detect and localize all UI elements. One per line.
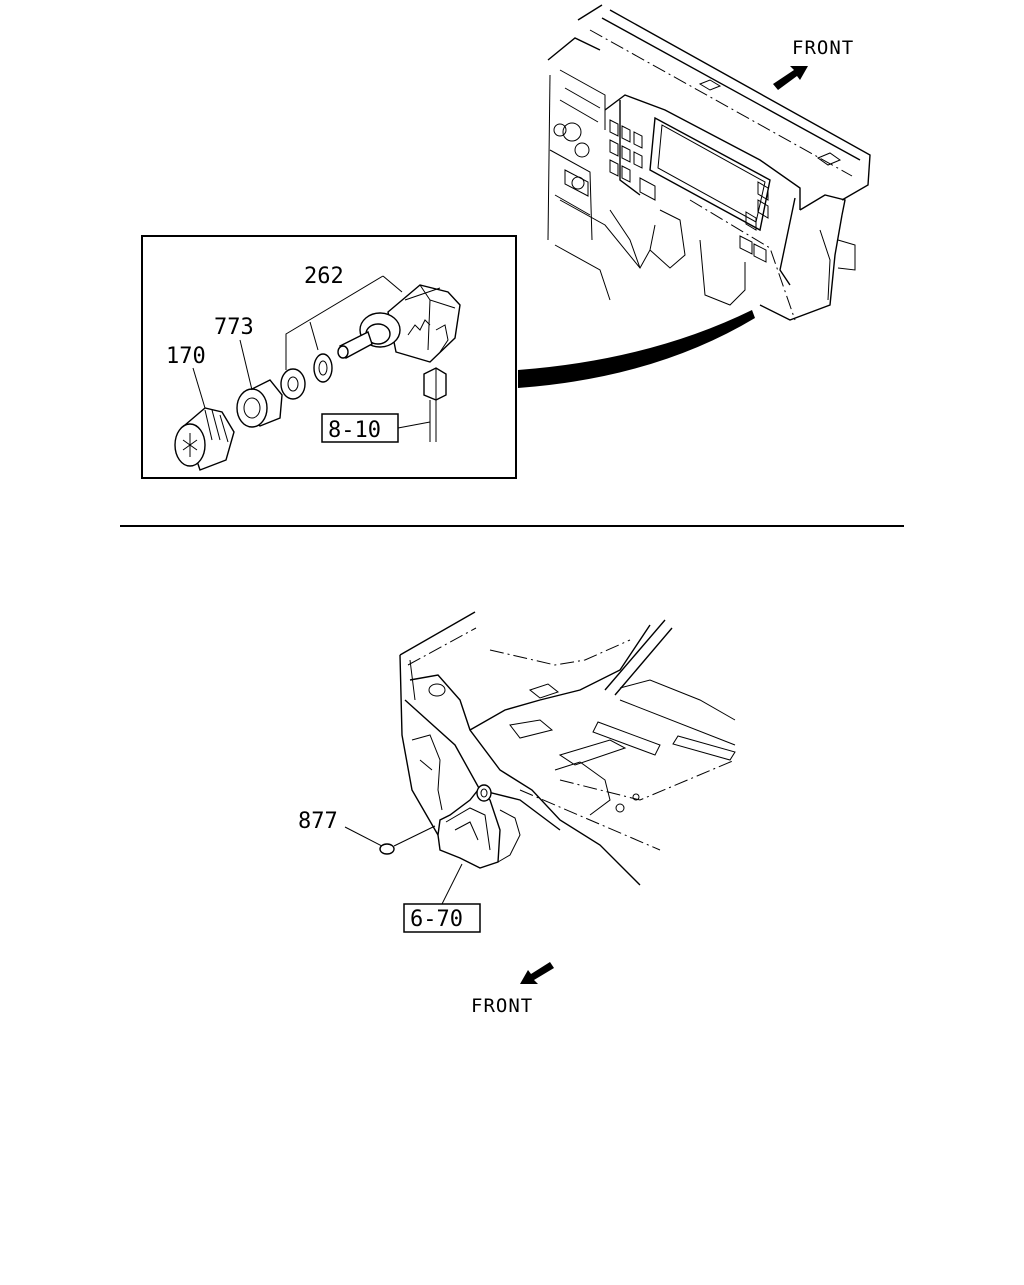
leader-8-10 [397,421,431,429]
front-label-top: FRONT [792,37,854,59]
front-arrow-bottom [520,962,554,984]
callout-170: 170 [166,344,206,369]
leader-262 [285,275,384,370]
leader-6-70 [441,863,463,905]
leader-170 [192,367,206,409]
ref-8-10: 8-10 [328,418,381,443]
leader-877 [344,826,383,847]
callout-262: 262 [304,264,344,289]
clip-877-illustration [379,843,395,855]
ref-box-8-10 [321,413,399,443]
front-arrow-top [773,66,808,90]
callout-773: 773 [214,315,254,340]
washer-illustration [313,353,333,383]
leader-773 [239,339,253,391]
connector-plug-illustration [423,367,447,442]
floor-frame-illustration [399,611,736,886]
nut-illustration [280,368,306,400]
front-label-bottom: FRONT [471,995,533,1017]
ref-box-6-70 [403,903,481,933]
knob-170-illustration [174,407,235,471]
ref-6-70: 6-70 [410,907,463,932]
bezel-773-illustration [236,379,283,428]
detail-inset-frame [141,235,517,479]
callout-connector-curve [518,310,755,388]
dashboard-illustration [547,4,871,321]
switch-262-illustration [337,284,461,363]
callout-877: 877 [298,809,338,834]
